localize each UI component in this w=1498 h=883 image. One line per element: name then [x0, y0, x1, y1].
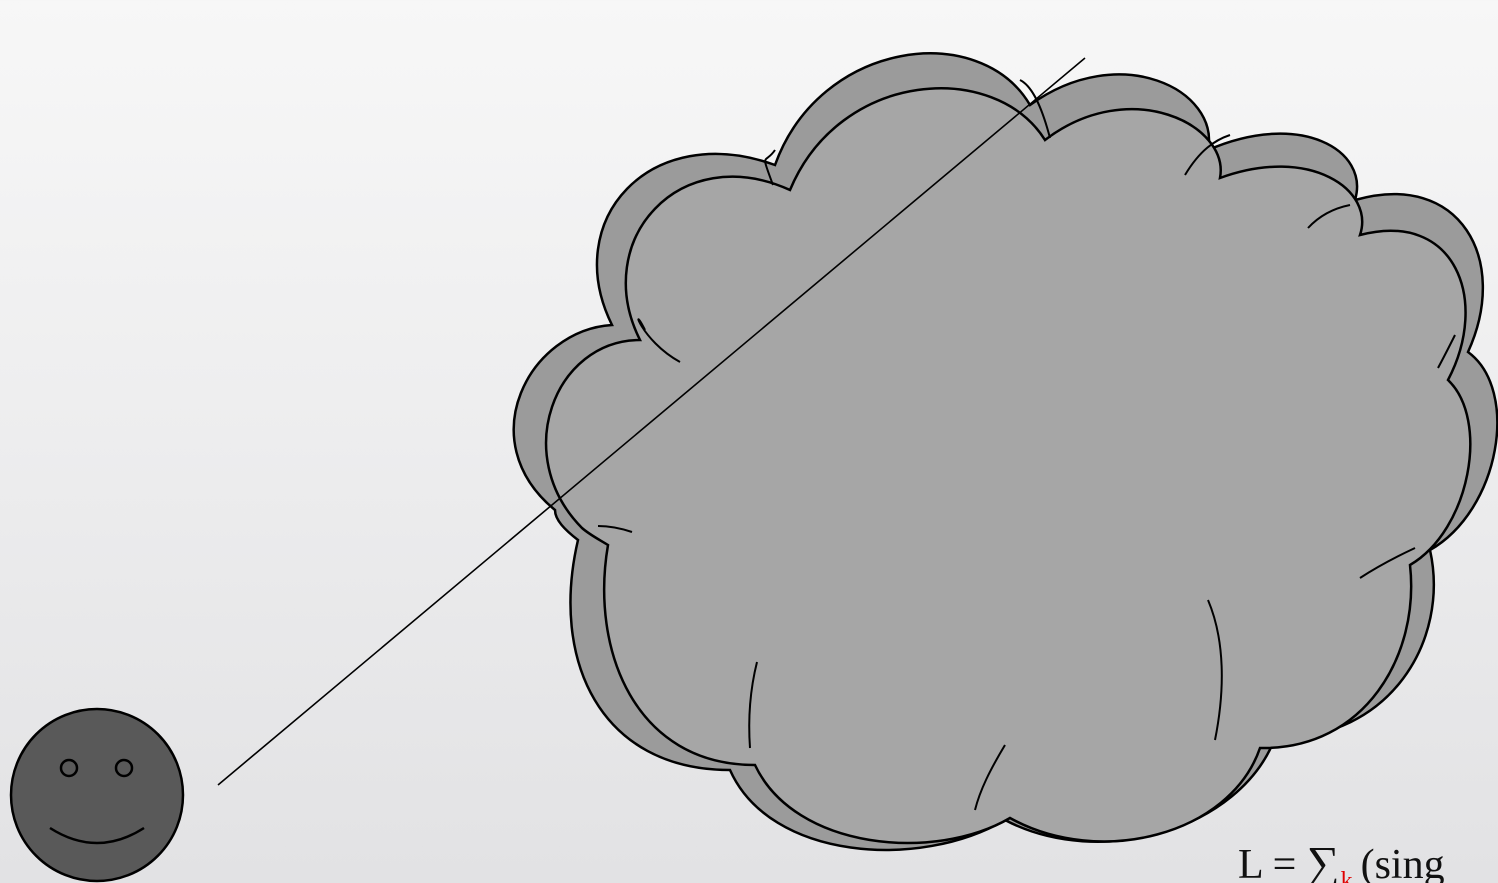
- cloud-icon: [514, 53, 1498, 850]
- summation-subscript: k: [1341, 868, 1353, 883]
- loss-equation: L = ∑k (sing: [1238, 840, 1445, 883]
- summation-symbol: ∑: [1307, 837, 1340, 883]
- cloud-front-layer: [546, 88, 1470, 843]
- equation-lhs: L =: [1238, 842, 1307, 883]
- equation-rest: (sing: [1361, 842, 1445, 883]
- face-circle: [11, 709, 183, 881]
- smiley-face-icon: [11, 709, 183, 881]
